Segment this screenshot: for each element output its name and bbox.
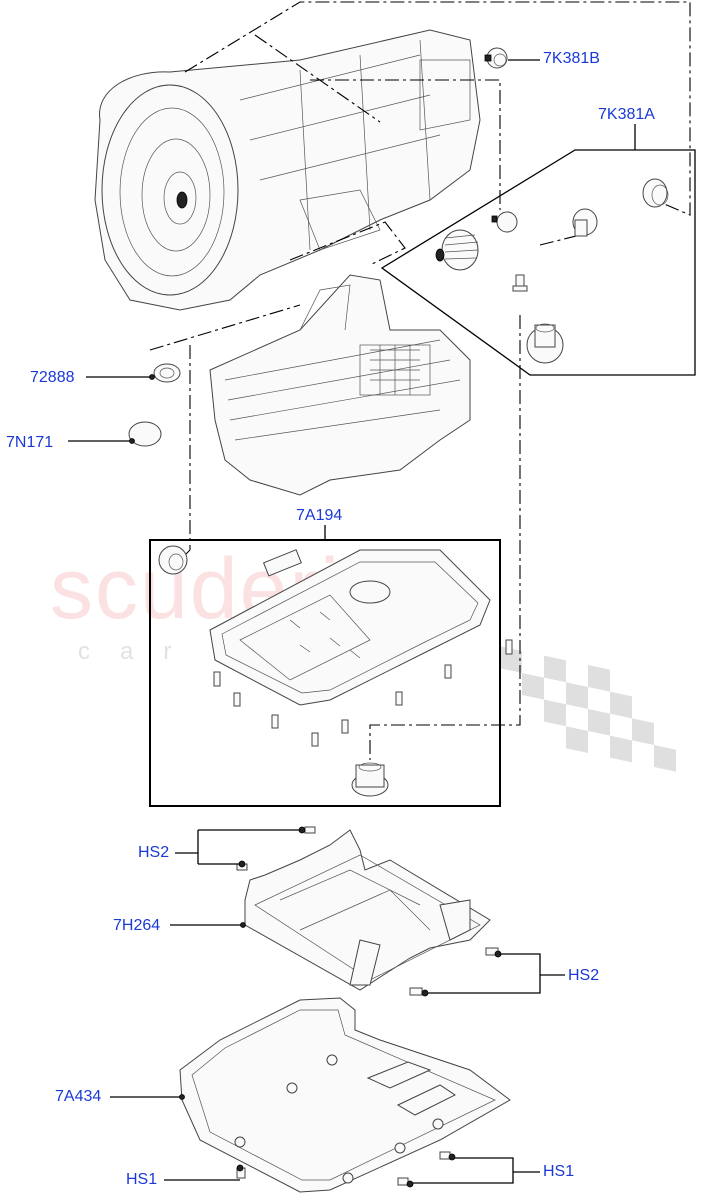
leader-transmission-outline <box>184 1 691 216</box>
strainer-7a194[interactable] <box>262 549 302 577</box>
label-7h264[interactable]: 7H264 <box>113 917 161 934</box>
bolt-7k381a[interactable] <box>512 274 528 292</box>
plug-transmission-side[interactable] <box>491 211 518 233</box>
bolt-hs2-right-2[interactable] <box>409 987 429 997</box>
leader-hs1-right <box>413 1157 540 1184</box>
bolt-hs1-right-2[interactable] <box>397 1177 414 1188</box>
label-7k381a[interactable]: 7K381A <box>598 106 655 123</box>
transmission-assembly[interactable] <box>94 29 481 311</box>
plug-7k381b[interactable] <box>484 47 508 69</box>
leader-drain-plug <box>289 221 406 266</box>
label-72888[interactable]: 72888 <box>30 369 75 386</box>
label-hs1-left[interactable]: HS1 <box>126 1171 158 1188</box>
label-7a194[interactable]: 7A194 <box>296 507 343 524</box>
seal-7a194[interactable] <box>158 545 188 575</box>
label-hs1-right[interactable]: HS1 <box>543 1163 575 1180</box>
7k381a-outline <box>380 149 696 376</box>
label-hs2-right[interactable]: HS2 <box>568 967 600 984</box>
leader-7k381b <box>254 34 381 123</box>
plug-7k381a-2[interactable] <box>572 208 598 237</box>
leader-hs2-top <box>175 829 300 865</box>
bolt-hs1-right-1[interactable] <box>439 1151 456 1161</box>
seal-72888[interactable] <box>153 363 181 383</box>
filter-7k381a[interactable] <box>435 229 479 271</box>
oil-pan-gasket-7a194[interactable] <box>209 549 491 706</box>
plug-7k381a-1[interactable] <box>642 178 669 208</box>
bolt-hs2-top-1[interactable] <box>298 826 316 834</box>
leader-to-7k381a-box <box>539 234 581 246</box>
bolt-hs1-left[interactable] <box>236 1164 246 1179</box>
drain-plug-7a194[interactable] <box>351 762 389 797</box>
label-hs2-top[interactable]: HS2 <box>138 844 170 861</box>
leader-right-vertical <box>369 315 521 760</box>
label-7k381b[interactable]: 7K381B <box>543 50 600 67</box>
leader-center <box>310 79 501 210</box>
pan-bolts-7a194[interactable] <box>213 639 513 747</box>
leader-hs2-right <box>428 953 565 994</box>
checkered-flag-watermark <box>500 646 676 772</box>
bolt-hs2-right-1[interactable] <box>485 947 502 958</box>
skid-plate-7a434[interactable] <box>179 997 511 1193</box>
bolt-hs2-top-2[interactable] <box>236 860 248 871</box>
plug-7k381a-3[interactable] <box>526 323 564 364</box>
leader-valve-to-pan <box>149 304 301 351</box>
label-7n171[interactable]: 7N171 <box>6 434 54 451</box>
valve-body[interactable] <box>209 274 471 496</box>
label-7a434[interactable]: 7A434 <box>55 1088 102 1105</box>
bracket-7h264[interactable] <box>244 829 491 991</box>
cap-7n171[interactable] <box>128 421 162 447</box>
